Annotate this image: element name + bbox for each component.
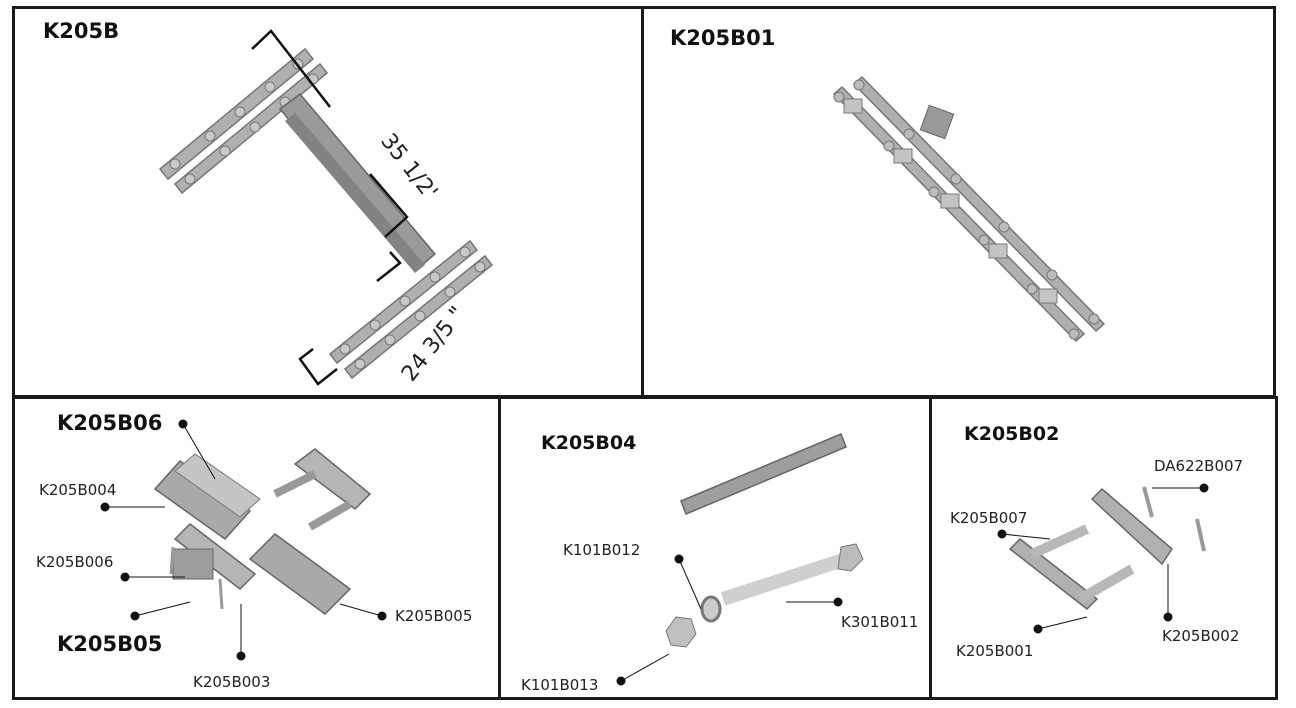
part-label: K205B006 xyxy=(36,553,114,571)
part-label: K205B001 xyxy=(956,642,1034,660)
k205b01-chain-drawing xyxy=(832,75,1106,343)
panel-title: K205B06 xyxy=(57,411,163,435)
k205b06-parts-drawing xyxy=(100,419,387,661)
panel-k205b04: K205B04 K101B012 K301B011 K101B013 xyxy=(498,396,933,700)
panel-title: K205B02 xyxy=(964,423,1060,445)
panel-title: K205B01 xyxy=(670,26,776,50)
k205b-assembly-drawing xyxy=(158,29,494,386)
panel-k205b06: K205B06 K205B05 K205B004 K205B006 K205B0… xyxy=(12,396,502,700)
panel-k205b01: K205B01 xyxy=(641,6,1276,398)
panel-title: K205B04 xyxy=(541,432,637,454)
part-label: K205B002 xyxy=(1162,627,1240,645)
part-label: K101B013 xyxy=(521,676,599,694)
part-label: K205B007 xyxy=(950,509,1028,527)
panel-title: K205B xyxy=(43,19,120,43)
part-label: K101B012 xyxy=(563,541,641,559)
part-label: K301B011 xyxy=(841,613,919,631)
panel-k205b02: K205B02 DA622B007 K205B007 K205B002 K205… xyxy=(929,396,1278,700)
part-label: K205B004 xyxy=(39,481,117,499)
k205b04-parts-drawing xyxy=(616,433,864,686)
part-label: DA622B007 xyxy=(1154,457,1244,475)
part-label: K205B005 xyxy=(395,607,473,625)
part-label: K205B003 xyxy=(193,673,271,691)
panel-k205b: K205B 35 1/2' 24 3/5 " xyxy=(12,6,644,398)
panel-subtitle: K205B05 xyxy=(57,632,163,656)
k205b02-parts-drawing xyxy=(997,483,1209,634)
